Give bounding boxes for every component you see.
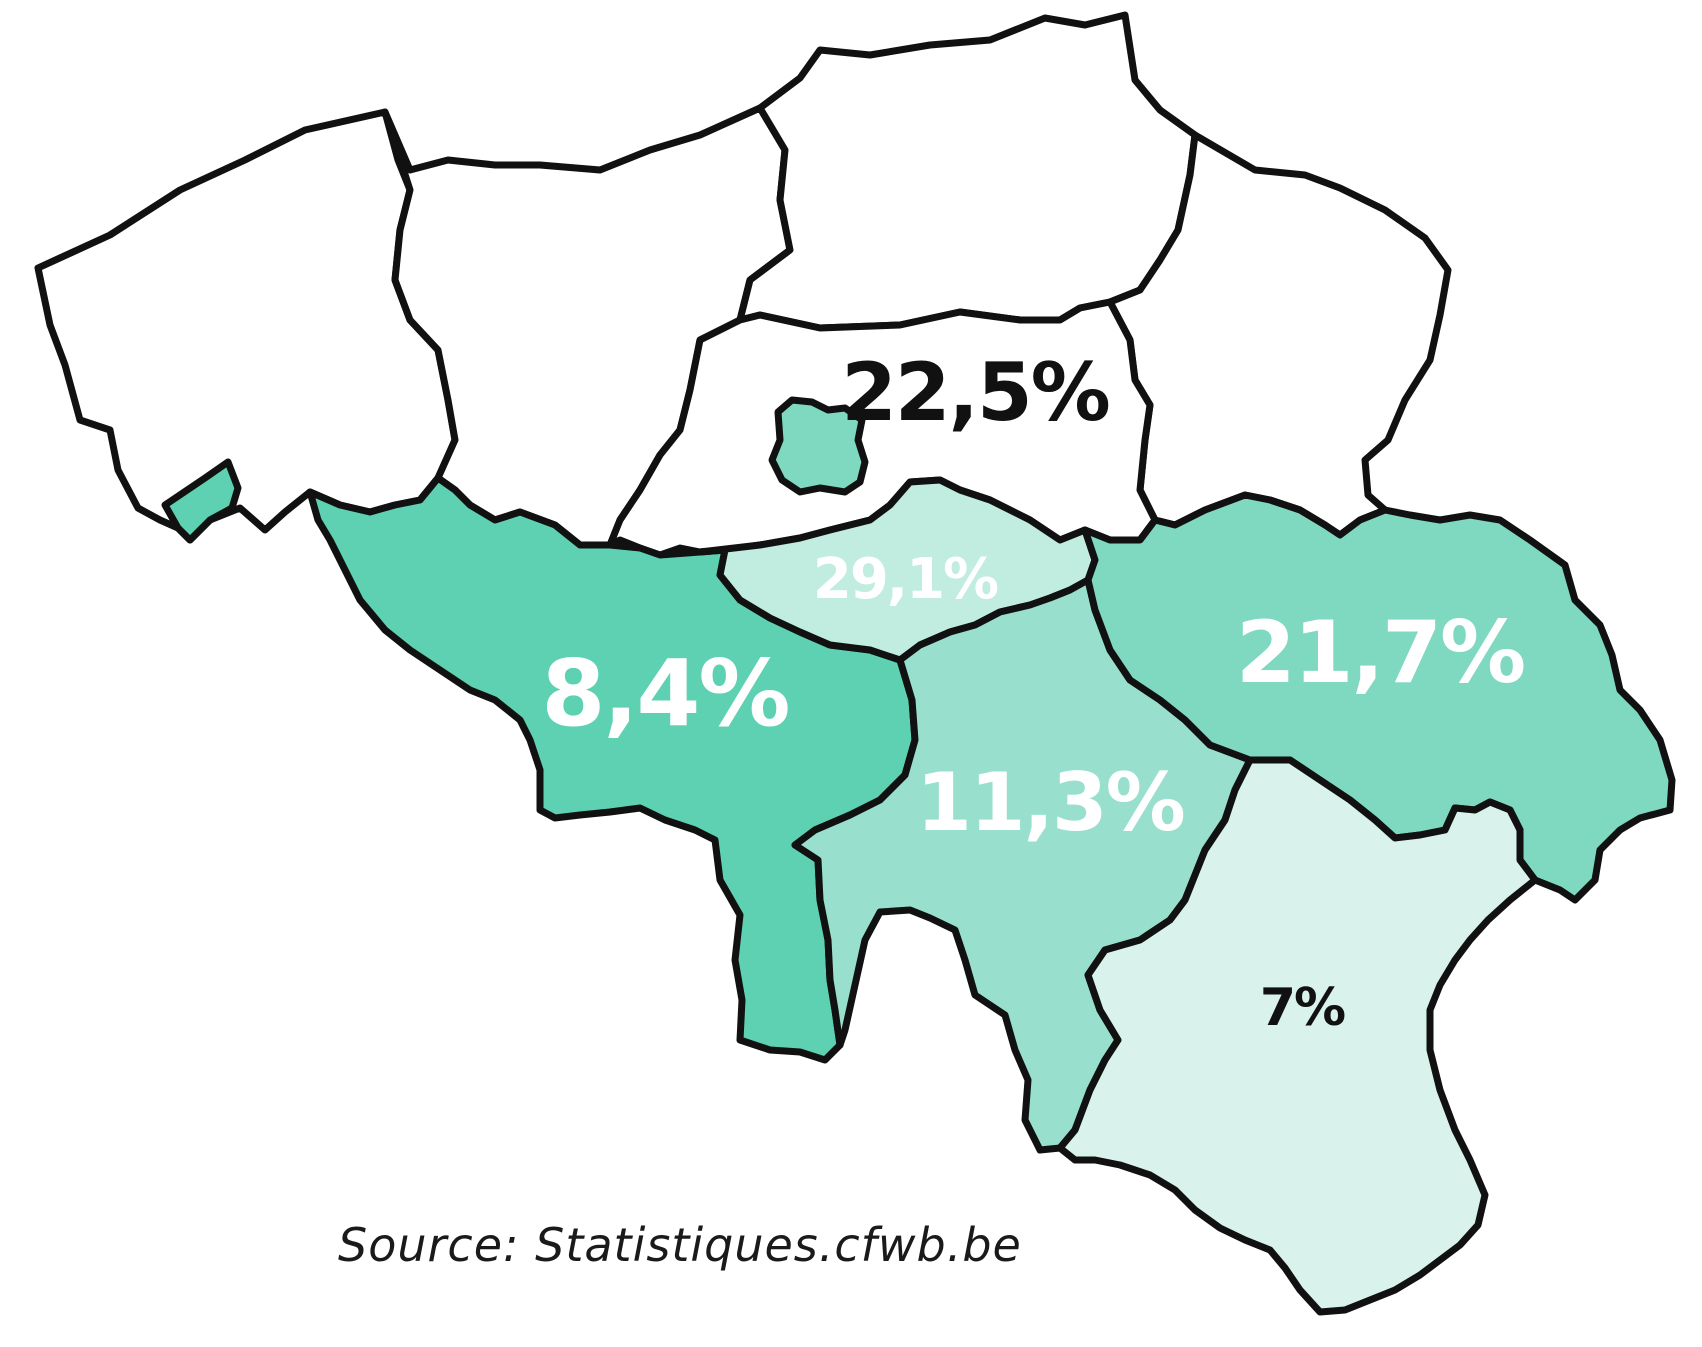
region-west-flanders [34,108,459,544]
region-luxembourg [1056,756,1539,1316]
label-walloon-brabant: 29,1% [813,547,998,612]
label-flemish-brabant: 22,5% [841,346,1109,439]
region-antwerp [736,11,1199,332]
label-liege: 21,7% [1236,603,1524,703]
label-hainaut: 8,4% [541,640,788,747]
label-luxembourg: 7% [1260,978,1345,1038]
source-caption: Source: Statistiques.cfwb.be [338,1218,1022,1272]
region-brussels [768,396,869,496]
label-namur: 11,3% [916,756,1184,849]
region-comines-exclave [161,458,242,544]
